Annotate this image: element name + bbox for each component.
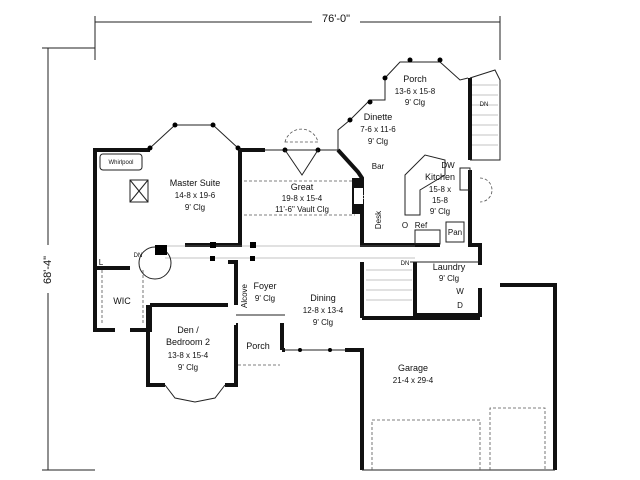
svg-text:Kitchen: Kitchen [425, 172, 455, 182]
room-foyer: Foyer 9' Clg [253, 281, 276, 303]
room-dinette: Dinette 7-6 x 11-6 9' Clg [360, 112, 396, 146]
svg-text:Den /: Den / [177, 325, 199, 335]
svg-text:9' Clg: 9' Clg [368, 137, 388, 146]
room-laundry: Laundry 9' Clg [433, 262, 466, 283]
svg-text:15-8 x: 15-8 x [429, 185, 451, 194]
svg-text:11'-6" Vault Clg: 11'-6" Vault Clg [275, 205, 329, 214]
walls [93, 57, 557, 471]
refrigerator-label: Ref [415, 221, 428, 230]
svg-text:9' Clg: 9' Clg [430, 207, 450, 216]
svg-text:13-8 x 15-4: 13-8 x 15-4 [168, 351, 209, 360]
svg-text:21-4 x 29-4: 21-4 x 29-4 [393, 376, 434, 385]
svg-text:Dining: Dining [310, 293, 336, 303]
room-great: Great 19-8 x 15-4 11'-6" Vault Clg [275, 182, 329, 214]
room-porch-front: Porch [246, 341, 270, 351]
svg-text:WIC: WIC [113, 296, 131, 306]
svg-text:13-6 x 15-8: 13-6 x 15-8 [395, 87, 436, 96]
pantry-label: Pan [448, 228, 462, 237]
depth-label: 68'-4" [42, 256, 54, 284]
desk-label: Desk [374, 210, 383, 229]
whirlpool-label: Whirlpool [108, 160, 133, 166]
alcove-label: Alcove [240, 283, 249, 308]
dimension-width: 76'-0" [94, 12, 501, 60]
svg-text:Master Suite: Master Suite [170, 178, 221, 188]
room-den: Den / Bedroom 2 13-8 x 15-4 9' Clg [166, 325, 210, 372]
room-dining: Dining 12-8 x 13-4 9' Clg [303, 293, 344, 327]
room-kitchen: Kitchen 15-8 x 15-8 9' Clg [425, 172, 455, 216]
room-garage: Garage 21-4 x 29-4 [393, 363, 434, 385]
dryer-label: D [457, 301, 463, 310]
svg-text:15-8: 15-8 [432, 196, 449, 205]
svg-text:19-8 x 15-4: 19-8 x 15-4 [282, 194, 323, 203]
svg-text:14-8 x 19-6: 14-8 x 19-6 [175, 191, 216, 200]
svg-text:Foyer: Foyer [253, 281, 276, 291]
svg-text:Porch: Porch [403, 74, 427, 84]
oven-label: O [402, 221, 408, 230]
svg-text:12-8 x 13-4: 12-8 x 13-4 [303, 306, 344, 315]
stairs-down-basement-label: DN [401, 261, 410, 267]
svg-text:9' Clg: 9' Clg [178, 363, 198, 372]
width-label: 76'-0" [322, 13, 350, 25]
svg-text:9' Clg: 9' Clg [405, 98, 425, 107]
dimension-depth: 68'-4" [40, 47, 95, 471]
svg-text:Porch: Porch [246, 341, 270, 351]
stairs-down-spiral-label: DN [134, 253, 143, 259]
svg-text:Bedroom 2: Bedroom 2 [166, 337, 210, 347]
stairs-down-porch-label: DN [480, 102, 489, 108]
bar-label: Bar [372, 162, 385, 171]
room-master-suite: Master Suite 14-8 x 19-6 9' Clg [170, 178, 221, 212]
dishwasher-label: DW [441, 161, 455, 170]
svg-text:Dinette: Dinette [364, 112, 393, 122]
washer-label: W [456, 287, 464, 296]
linen-label: L [99, 258, 104, 267]
svg-text:9' Clg: 9' Clg [255, 294, 275, 303]
svg-text:9' Clg: 9' Clg [185, 203, 205, 212]
svg-text:Great: Great [291, 182, 314, 192]
room-wic: WIC [113, 296, 131, 306]
svg-text:9' Clg: 9' Clg [439, 274, 459, 283]
room-porch-rear: Porch 13-6 x 15-8 9' Clg [395, 74, 436, 107]
fireplace-label: FP [361, 194, 371, 203]
svg-text:7-6 x 11-6: 7-6 x 11-6 [360, 125, 396, 134]
svg-text:9' Clg: 9' Clg [313, 318, 333, 327]
svg-text:Garage: Garage [398, 363, 428, 373]
svg-text:Laundry: Laundry [433, 262, 466, 272]
